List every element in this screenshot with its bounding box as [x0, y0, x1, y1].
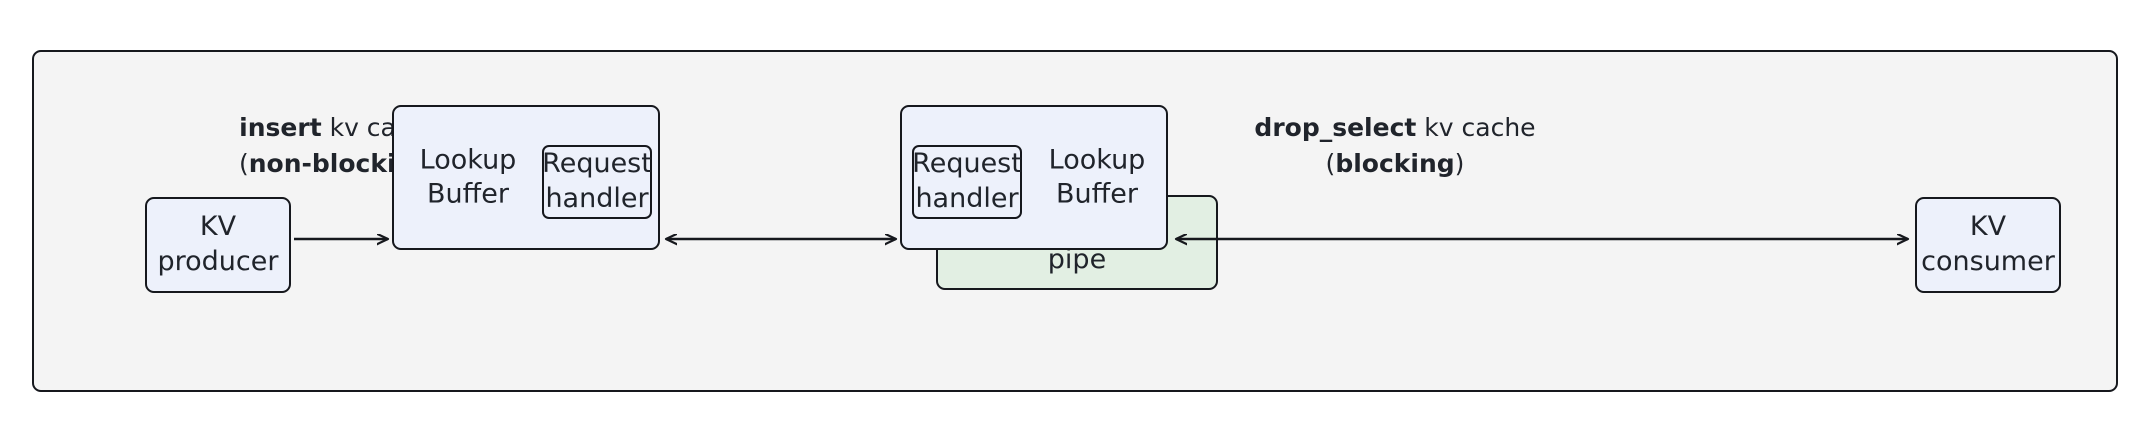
edge-label-drop-select-keyword: drop_select	[1254, 113, 1417, 142]
edge-label-insert-open-paren: (	[238, 148, 249, 178]
node-lookup-buffer-left: Lookup Buffer Request handler	[392, 105, 660, 250]
lookup-buffer-right-label: Lookup Buffer	[1040, 143, 1154, 212]
request-handler-right-line-1: Request	[912, 148, 1022, 180]
edge-label-drop-select-row-1: drop_select kv cache	[1240, 110, 1550, 146]
edge-label-drop-select-close-paren: )	[1454, 148, 1465, 178]
node-kv-producer: KV producer	[145, 197, 291, 293]
edge-label-drop-select-rest: kv cache	[1416, 113, 1536, 142]
kv-producer-line-2: producer	[157, 246, 279, 277]
kv-consumer-line-1: KV	[1969, 211, 2007, 243]
lookup-buffer-right-line-1: Lookup	[1048, 143, 1146, 175]
node-lookup-buffer-right: Lookup Buffer Request handler	[900, 105, 1168, 250]
edge-label-drop-select: drop_select kv cache (blocking)	[1240, 110, 1550, 181]
request-handler-left-line-1: Request	[542, 148, 652, 180]
edge-label-drop-select-open-paren: (	[1325, 148, 1336, 178]
request-handler-right-line-2: handler	[915, 183, 1019, 214]
node-kv-consumer: KV consumer	[1915, 197, 2061, 293]
lookup-buffer-left-line-2: Buffer	[427, 178, 509, 210]
request-handler-left-line-2: handler	[545, 183, 649, 214]
node-request-handler-left: Request handler	[542, 145, 652, 219]
node-request-handler-right: Request handler	[912, 145, 1022, 219]
lookup-buffer-right-line-2: Buffer	[1056, 178, 1138, 210]
kv-consumer-line-2: consumer	[1921, 246, 2055, 277]
lookup-buffer-left-line-1: Lookup	[419, 143, 517, 175]
edge-label-drop-select-row-2: (blocking)	[1240, 146, 1550, 182]
edge-label-drop-select-mode: blocking	[1335, 148, 1455, 178]
lookup-buffer-left-label: Lookup Buffer	[416, 143, 520, 212]
kv-producer-line-1: KV	[199, 211, 237, 243]
edge-label-insert-keyword: insert	[239, 113, 322, 142]
